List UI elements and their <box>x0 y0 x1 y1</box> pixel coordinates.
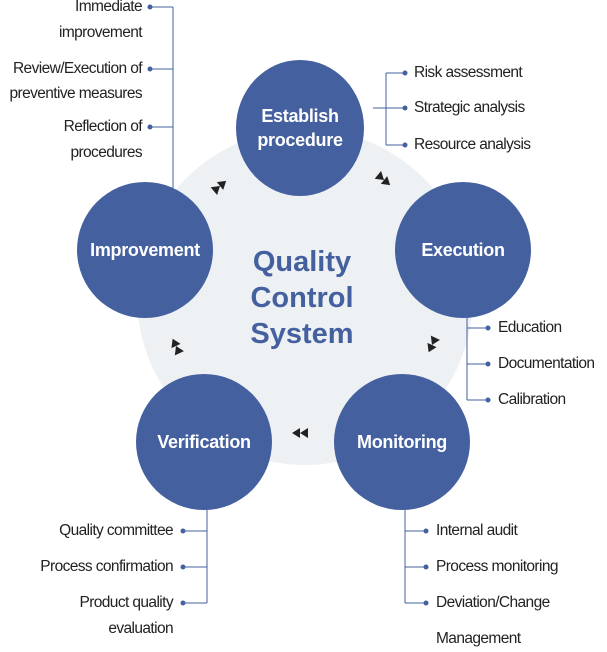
establish-item: Strategic analysis <box>414 99 525 116</box>
node-improvement-label: Improvement <box>90 240 200 260</box>
center-title-line: System <box>250 318 354 350</box>
execution-item: Calibration <box>498 391 566 408</box>
establish-bracket <box>373 72 405 146</box>
monitoring-bracket <box>404 508 426 604</box>
improvement-item: procedures <box>70 144 142 161</box>
node-establish: Establish procedure <box>236 60 364 196</box>
verification-item: Quality committee <box>59 522 173 539</box>
bullet-dot <box>147 124 153 130</box>
double-chevron-icon <box>427 335 440 353</box>
center-title-line: Control <box>250 282 354 314</box>
improvement-item: Immediate <box>75 0 143 15</box>
flow-arrows <box>171 171 440 438</box>
bullet-dot <box>147 4 153 10</box>
verification-item: Product quality <box>79 594 173 611</box>
node-execution-label: Execution <box>421 240 505 260</box>
node-monitoring: Monitoring <box>334 374 470 510</box>
double-chevron-icon <box>374 171 391 186</box>
node-monitoring-label: Monitoring <box>357 432 447 452</box>
verification-item: Process confirmation <box>40 558 173 575</box>
center-title: Quality Control System <box>232 244 372 352</box>
monitoring-item: Management <box>436 630 521 647</box>
improvement-bracket <box>150 6 174 195</box>
bullet-dot <box>147 66 153 72</box>
node-execution: Execution <box>395 182 531 318</box>
node-verification-label: Verification <box>157 432 251 452</box>
verification-item: evaluation <box>108 620 173 637</box>
double-chevron-icon <box>210 180 227 195</box>
node-establish-label: Establish procedure <box>257 106 343 150</box>
node-verification: Verification <box>136 374 272 510</box>
improvement-item: preventive measures <box>9 85 143 102</box>
center-title-line: Quality <box>252 246 352 278</box>
execution-item: Documentation <box>498 355 595 372</box>
execution-bracket <box>466 315 488 401</box>
improvement-item: improvement <box>59 24 143 41</box>
improvement-item: Review/Execution of <box>12 60 143 77</box>
establish-item: Resource analysis <box>414 136 531 153</box>
improvement-item: Reflection of <box>63 118 143 135</box>
node-improvement: Improvement <box>77 182 213 318</box>
monitoring-item: Deviation/Change <box>436 594 550 611</box>
execution-item: Education <box>498 319 562 336</box>
double-chevron-icon <box>292 428 308 438</box>
double-chevron-icon <box>171 338 184 356</box>
verification-bracket <box>183 508 208 604</box>
monitoring-item: Internal audit <box>436 522 518 539</box>
monitoring-item: Process monitoring <box>436 558 558 575</box>
establish-item: Risk assessment <box>414 64 523 81</box>
